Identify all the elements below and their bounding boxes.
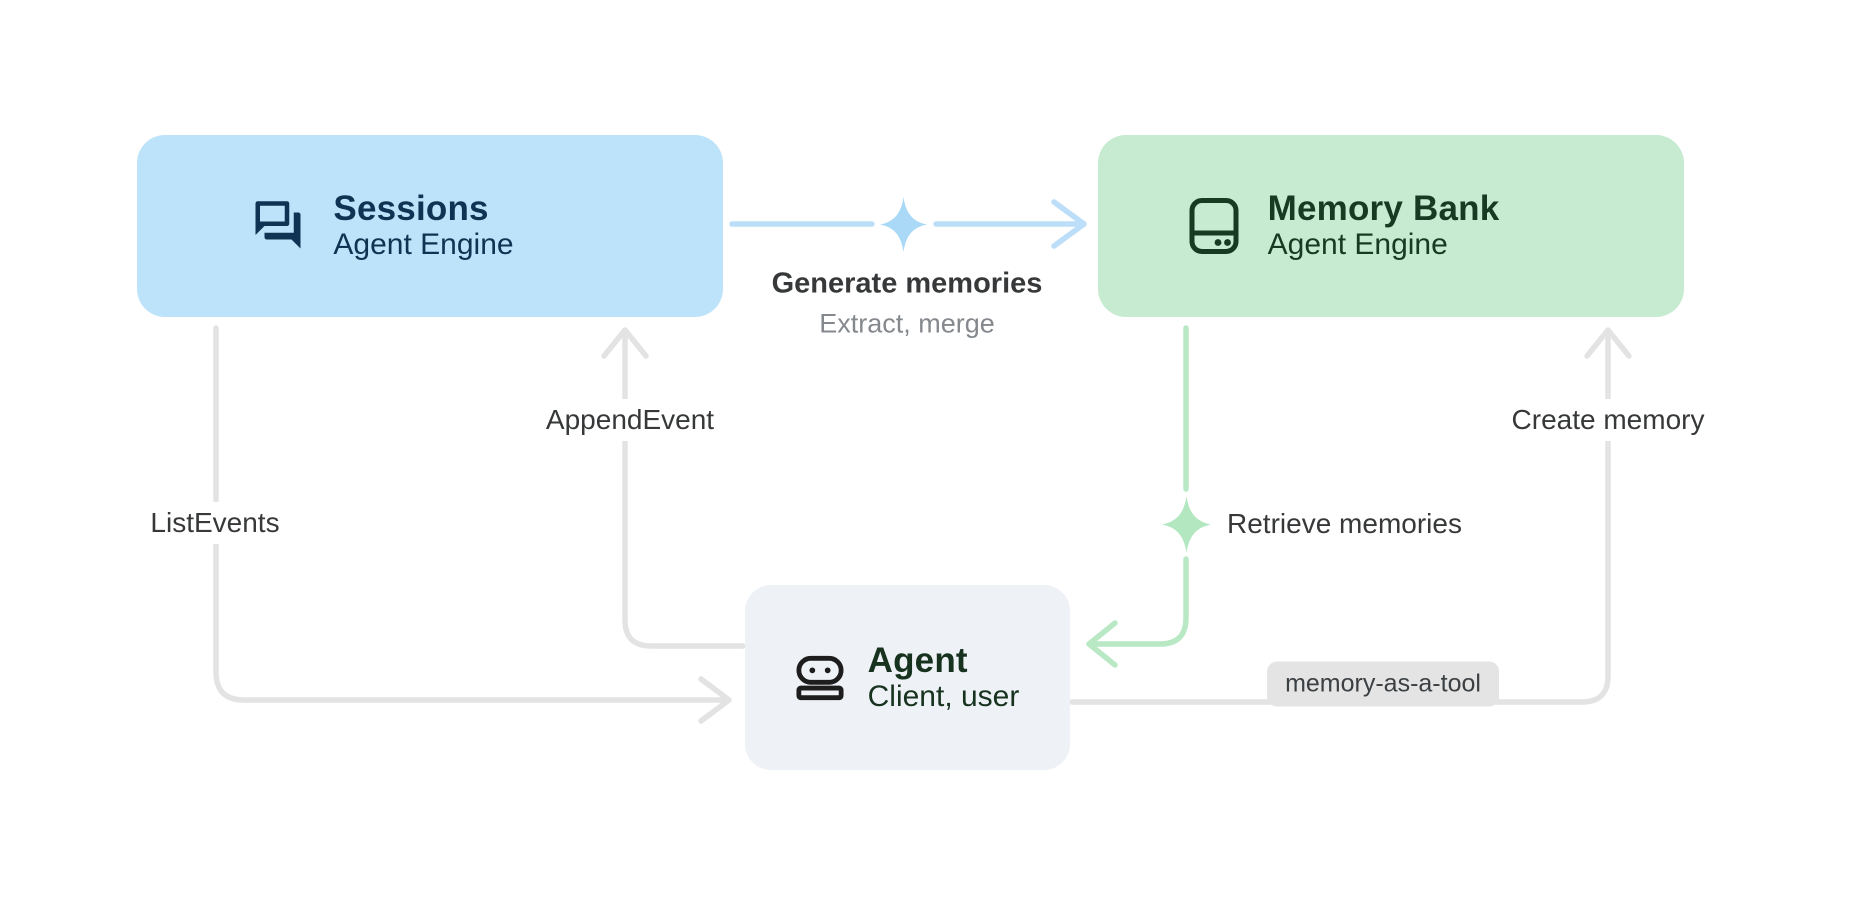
node-memory-bank-title: Memory Bank — [1267, 189, 1500, 229]
edge-retrieve-memories-line — [1089, 325, 1189, 647]
label-create-memory: Create memory — [1502, 399, 1714, 441]
node-memory-bank-subtitle: Agent Engine — [1267, 228, 1448, 262]
edge-retrieve-memories-arrowhead — [1086, 620, 1118, 668]
label-retrieve-memories: Retrieve memories — [1227, 508, 1462, 539]
edge-create-memory-line — [1069, 330, 1611, 705]
label-extract-merge: Extract, merge — [819, 308, 995, 339]
node-sessions-subtitle: Agent Engine — [333, 228, 514, 262]
edge-generate-memories-arrowhead — [1051, 199, 1087, 249]
memory-storage-icon — [1189, 198, 1239, 254]
edge-create-memory-arrowhead — [1584, 327, 1632, 359]
edge-list-events-arrowhead — [698, 676, 732, 724]
gemini-spark-icon — [880, 197, 927, 252]
label-append-event: AppendEvent — [536, 399, 724, 441]
robot-icon — [796, 655, 844, 700]
node-sessions-title: Sessions — [333, 189, 489, 229]
badge-memory-as-a-tool: memory-as-a-tool — [1267, 661, 1499, 707]
edge-append-event-arrowhead — [601, 327, 649, 359]
gemini-spark-icon — [1162, 496, 1211, 553]
node-agent-title: Agent — [867, 640, 968, 680]
node-agent: Agent Client, user — [745, 585, 1070, 770]
label-list-events: ListEvents — [141, 502, 289, 544]
node-agent-subtitle: Client, user — [867, 679, 1020, 713]
chat-forum-icon — [255, 201, 301, 249]
edge-list-events-line — [213, 325, 729, 703]
edge-append-event-line — [622, 330, 746, 649]
node-memory-bank: Memory Bank Agent Engine — [1098, 135, 1684, 317]
node-sessions: Sessions Agent Engine — [137, 135, 723, 317]
label-generate-memories: Generate memories — [771, 267, 1043, 300]
